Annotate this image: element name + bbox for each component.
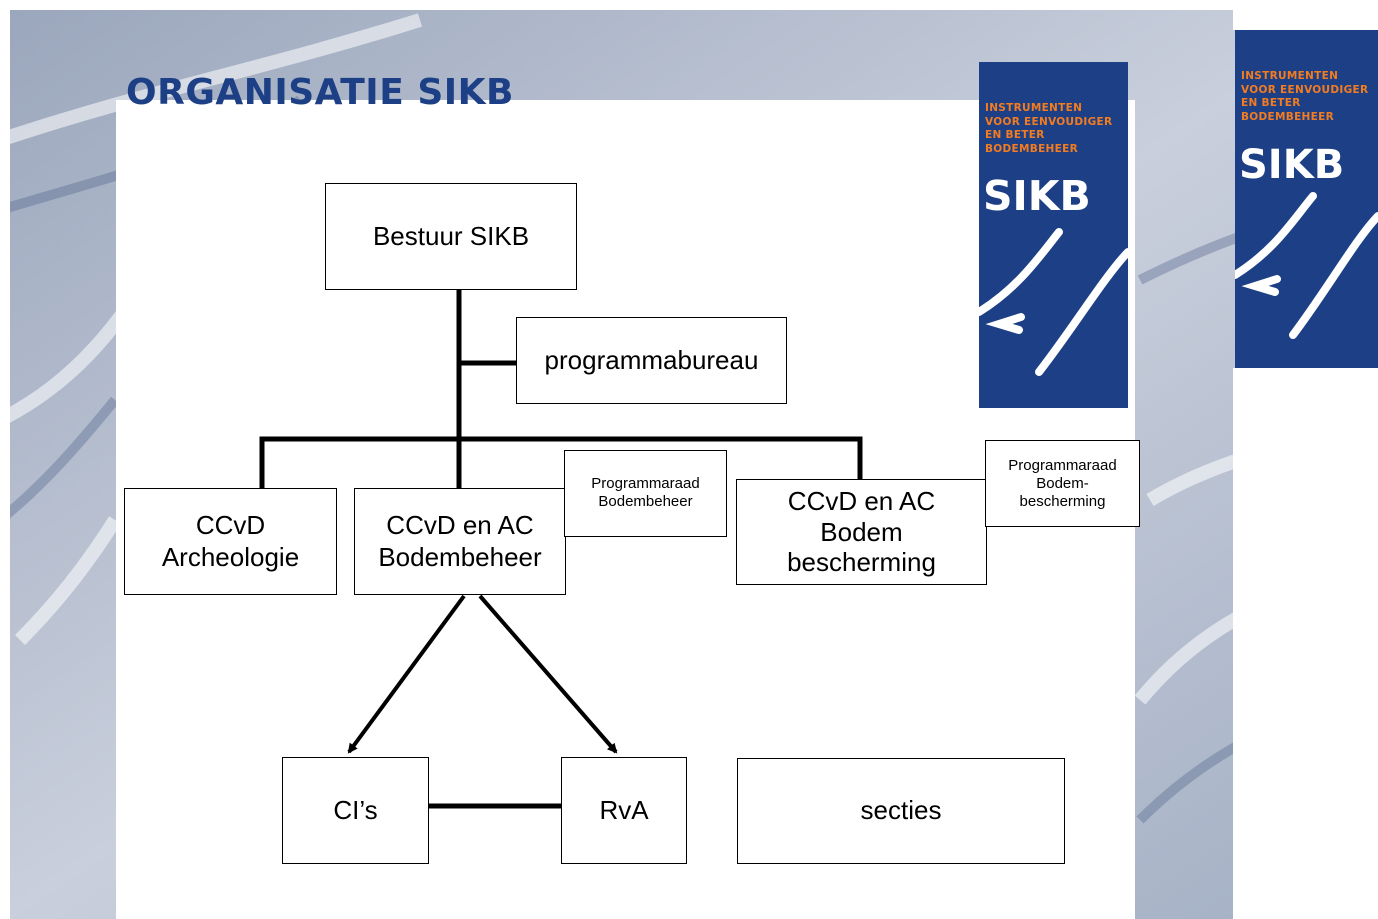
program-office-label: programmabureau xyxy=(544,344,759,375)
logo-tagline-line-4: BODEMBEHEER xyxy=(985,142,1078,155)
logo-tagline-line-1: INSTRUMENTEN xyxy=(985,102,1083,114)
logo-tagline-line-3: EN BETER xyxy=(1241,97,1301,110)
board-label: Bestuur SIKB xyxy=(372,220,530,251)
ccvd-archeologie-box: CCvD Archeologie xyxy=(124,488,337,595)
logo-tagline-line-3: EN BETER xyxy=(985,129,1045,142)
cis-label: CI’s xyxy=(333,794,378,825)
programmaraad-bodembescherming-label: Programmaraad Bodem- bescherming xyxy=(1008,456,1117,510)
programmaraad-bodembescherming-box: Programmaraad Bodem- bescherming xyxy=(985,440,1140,527)
ccvd-bodembescherming-label: CCvD en AC Bodem bescherming xyxy=(787,485,936,578)
logo-background-icon xyxy=(1235,30,1378,368)
logo-background-icon xyxy=(979,62,1128,408)
logo-tagline-line-2: VOOR EENVOUDIGER xyxy=(1241,83,1369,96)
rva-label: RvA xyxy=(599,794,649,825)
rva-box: RvA xyxy=(561,757,687,864)
sikb-logo-secondary: INSTRUMENTEN VOOR EENVOUDIGER EN BETER B… xyxy=(1235,30,1378,368)
logo-tagline-line-2: VOOR EENVOUDIGER xyxy=(985,115,1113,128)
sikb-logo: INSTRUMENTEN VOOR EENVOUDIGER EN BETER B… xyxy=(979,62,1128,408)
programmaraad-bodembeheer-label: Programmaraad Bodembeheer xyxy=(591,475,700,510)
secties-box: secties xyxy=(737,758,1065,864)
logo-mark: SIKB xyxy=(1239,142,1345,188)
ccvd-archeologie-label: CCvD Archeologie xyxy=(161,510,300,572)
secties-label: secties xyxy=(860,795,942,826)
programmaraad-bodembeheer-box: Programmaraad Bodembeheer xyxy=(564,450,727,537)
slide-title: ORGANISATIE SIKB xyxy=(126,72,514,113)
logo-tagline: INSTRUMENTEN VOOR EENVOUDIGER EN BETER B… xyxy=(985,102,1112,157)
cis-box: CI’s xyxy=(282,757,429,864)
ccvd-bodembescherming-box: CCvD en AC Bodem bescherming xyxy=(736,479,987,585)
program-office-box: programmabureau xyxy=(516,317,787,404)
logo-tagline-line-4: BODEMBEHEER xyxy=(1241,110,1334,123)
logo-tagline-line-1: INSTRUMENTEN xyxy=(1241,70,1339,82)
logo-tagline: INSTRUMENTEN VOOR EENVOUDIGER EN BETER B… xyxy=(1241,70,1368,125)
board-box: Bestuur SIKB xyxy=(325,183,577,290)
logo-mark: SIKB xyxy=(983,172,1091,220)
ccvd-bodembeheer-label: CCvD en AC Bodembeheer xyxy=(378,510,542,572)
ccvd-bodembeheer-box: CCvD en AC Bodembeheer xyxy=(354,488,566,595)
